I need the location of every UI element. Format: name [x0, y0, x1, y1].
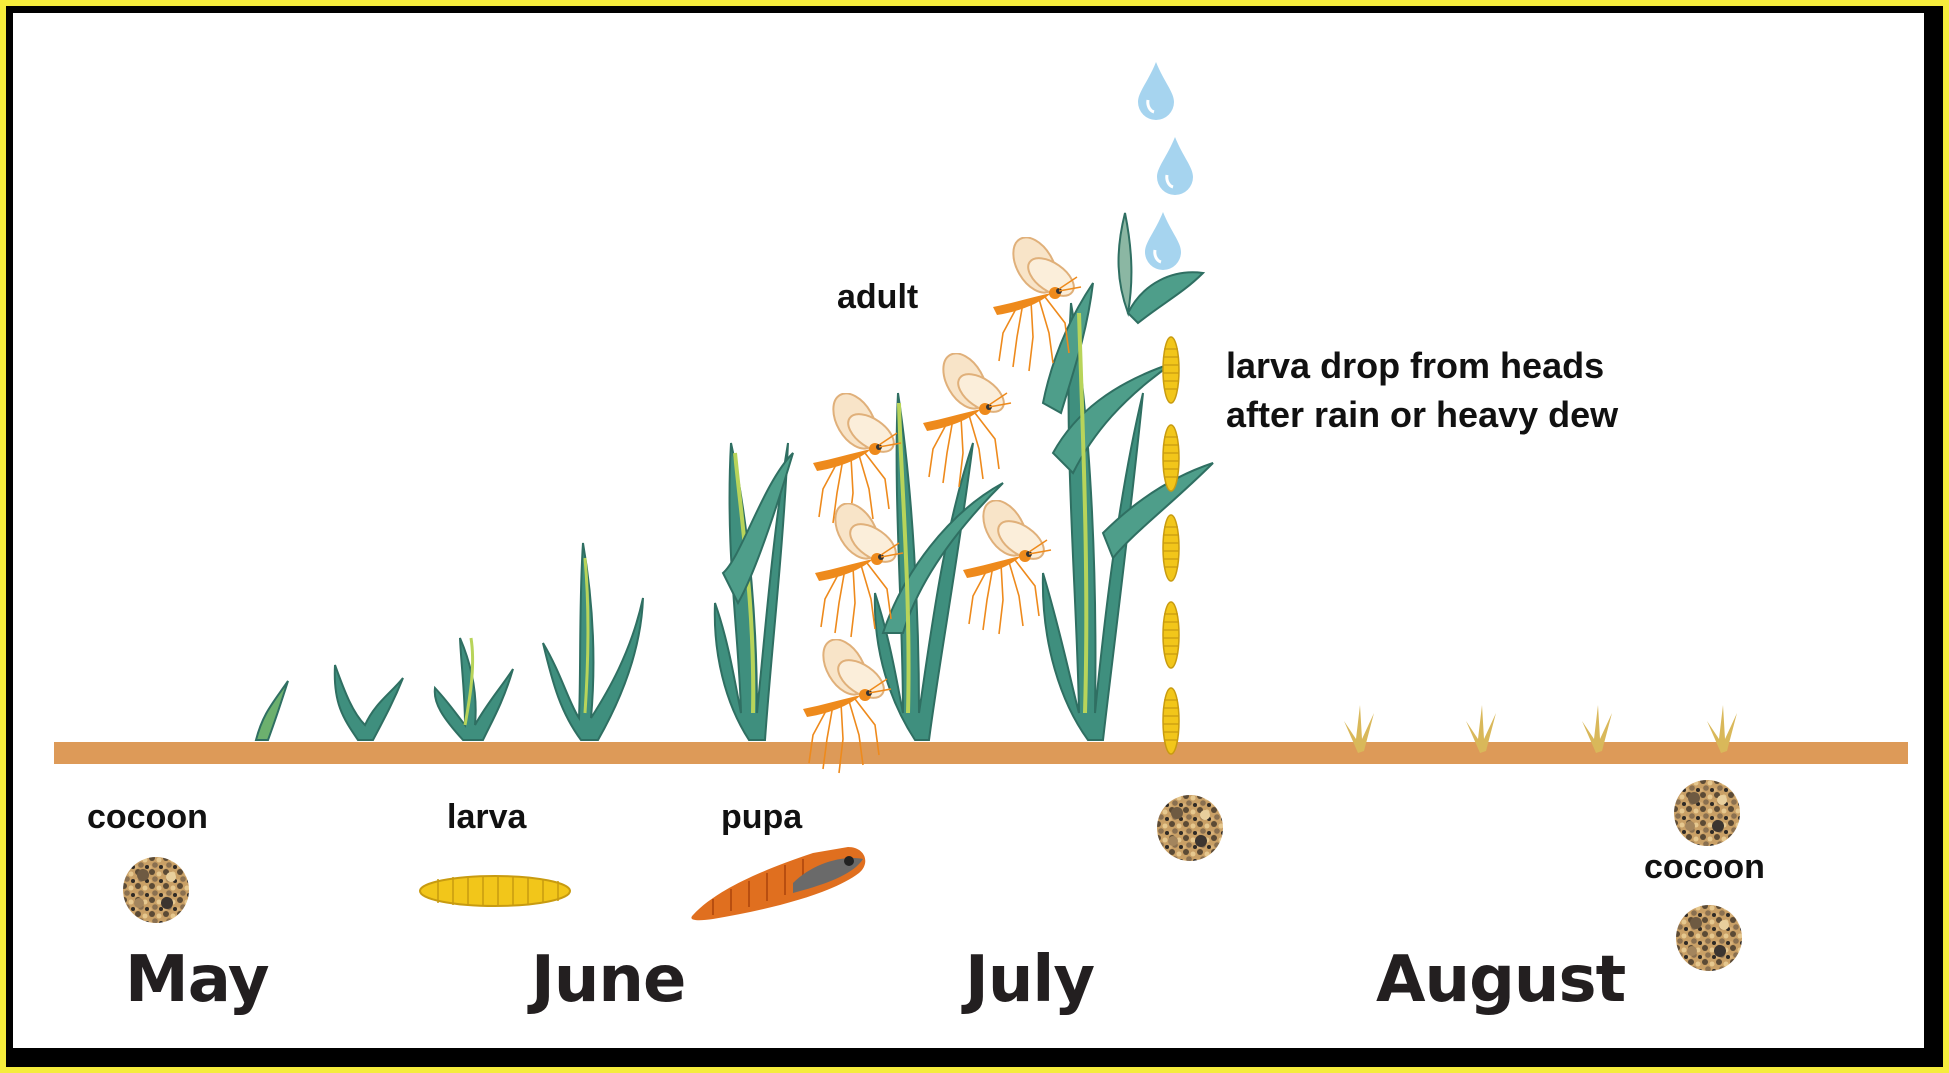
month-august: August [1376, 943, 1625, 1017]
cocoon-label-may: cocoon [87, 798, 208, 837]
ground-line [54, 742, 1908, 764]
larva-label: larva [447, 798, 526, 837]
month-june: June [531, 943, 685, 1017]
diagram-panel: cocoon larva pupa adult larva drop from … [13, 13, 1924, 1048]
pupa-icon [691, 847, 865, 920]
cocoon-label-august: cocoon [1644, 848, 1765, 887]
note-line-2: after rain or heavy dew [1226, 390, 1618, 439]
raindrop-icon [1138, 62, 1193, 270]
adult-label: adult [837, 278, 918, 317]
lifecycle-illustration [13, 13, 1924, 1048]
month-july: July [965, 943, 1094, 1017]
larva-icon [1163, 337, 1179, 754]
month-may: May [125, 943, 269, 1017]
larva-drop-note: larva drop from heads after rain or heav… [1226, 341, 1618, 439]
larva-icon [420, 876, 570, 906]
pupa-label: pupa [721, 798, 802, 837]
note-line-1: larva drop from heads [1226, 341, 1618, 390]
